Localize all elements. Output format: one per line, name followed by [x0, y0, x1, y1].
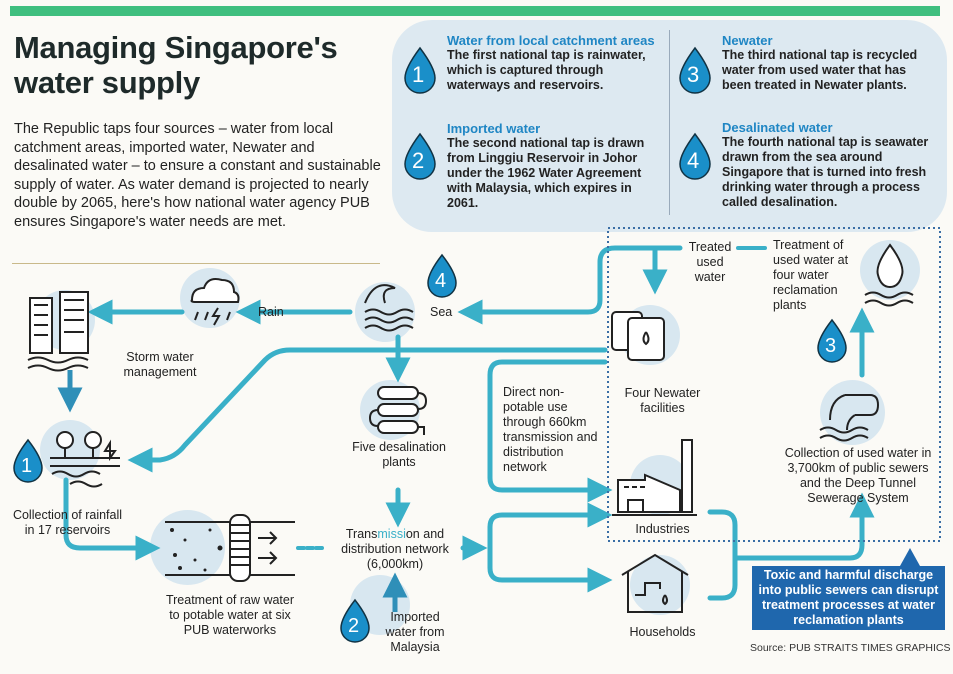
key-text: The third national tap is recycled water… — [722, 48, 918, 92]
arrow-to-households — [487, 545, 613, 593]
household-icon — [621, 553, 689, 613]
arrow-users-sewers — [707, 509, 738, 601]
key-heading: Imported water — [447, 121, 541, 136]
label-industries: Industries — [635, 522, 690, 536]
label-newater: Four Newater facilities — [624, 386, 701, 415]
divider — [12, 263, 380, 264]
intro-text: The Republic taps four sources – water f… — [14, 121, 381, 230]
drop-number: 1 — [21, 455, 33, 477]
drop-1-icon-key — [404, 46, 436, 94]
drop-number: 4 — [687, 148, 700, 173]
arrow-to-industries — [487, 502, 613, 551]
label-treated-used-water: Treated used water — [688, 240, 732, 284]
drop-2-icon — [340, 598, 370, 643]
warning-callout: Toxic and harmful discharge into public … — [752, 566, 945, 630]
label-sea: Sea — [430, 305, 453, 319]
drop-number: 2 — [348, 615, 360, 637]
label-treatment-used: Treatment of used water at four water re… — [773, 238, 849, 312]
drop-4-icon-key — [679, 132, 711, 180]
label-reservoirs: Collection of rainfall in 17 reservoirs — [12, 508, 123, 537]
text: missi — [377, 527, 406, 541]
drop-number: 1 — [412, 62, 425, 87]
key-divider — [669, 30, 670, 215]
rain-cloud-icon — [190, 278, 240, 326]
text: (6,000km) — [366, 557, 424, 571]
title-line-2: water supply — [14, 65, 200, 100]
desalination-plant-icon — [368, 386, 428, 435]
key-text: The first national tap is rainwater, whi… — [447, 48, 646, 92]
filter-icon — [165, 514, 295, 582]
page-title: Managing Singapore's water supply — [14, 30, 338, 100]
label-transmission: Transmission and distribution network(6,… — [325, 527, 465, 572]
arrow-direct-nonpotable — [487, 359, 613, 503]
source-credit: Source: PUB STRAITS TIMES GRAPHICS — [750, 642, 951, 654]
header-stripe — [10, 6, 940, 16]
key-text: The second national tap is drawn from Li… — [447, 136, 645, 210]
label-rain: Rain — [258, 305, 284, 319]
text: on and distribution network — [341, 527, 449, 556]
drop-number: 3 — [825, 335, 837, 357]
text: Trans — [345, 527, 378, 541]
title-line-1: Managing Singapore's — [14, 30, 338, 65]
drop-1-icon — [13, 438, 43, 483]
arrow-reservoir-treatment — [63, 477, 161, 561]
key-text: The fourth national tap is seawater draw… — [722, 135, 929, 209]
key-item-2: Imported water The second national tap i… — [447, 121, 662, 211]
label-direct-nonpotable: Direct non-potable use through 660km tra… — [503, 385, 598, 474]
drop-3-icon-key — [679, 46, 711, 94]
factory-icon — [612, 439, 697, 516]
drop-number: 2 — [412, 148, 425, 173]
key-heading: Desalinated water — [722, 120, 833, 135]
label-households: Households — [629, 625, 696, 639]
arrow-return-reservoir — [127, 347, 608, 473]
drop-icons — [13, 46, 847, 643]
key-item-1: Water from local catchment areas The fir… — [447, 33, 662, 93]
drop-number: 4 — [435, 270, 447, 292]
drop-4-icon — [427, 253, 457, 298]
reservoir-trees-icon — [50, 431, 120, 488]
clean-water-icon — [864, 243, 914, 307]
sewer-pipe-icon — [819, 394, 880, 442]
newater-zone-box — [607, 227, 941, 542]
arrow-sewers-collection — [732, 492, 875, 561]
reservoir-bubble — [40, 420, 100, 480]
label-storm: Storm water management — [123, 350, 197, 379]
key-item-4: Desalinated water The fourth national ta… — [722, 120, 937, 210]
label-desalination: Five desalination plants — [352, 440, 446, 469]
callout-pointer — [900, 548, 920, 566]
key-item-3: Newater The third national tap is recycl… — [722, 33, 937, 93]
label-collection-used: Collection of used water in 3,700km of p… — [784, 446, 932, 505]
key-heading: Newater — [722, 33, 773, 48]
drop-3-icon — [817, 318, 847, 363]
label-imported: Imported water from Malaysia — [385, 610, 445, 654]
label-treatment-raw: Treatment of raw water to potable water … — [165, 593, 295, 637]
sea-wave-icon — [364, 284, 414, 332]
arrow-to-sea — [457, 245, 683, 325]
newater-tanks-icon — [611, 311, 665, 361]
key-heading: Water from local catchment areas — [447, 33, 655, 48]
drop-2-icon-key — [404, 132, 436, 180]
drop-number: 3 — [687, 62, 700, 87]
buildings-icon — [27, 291, 89, 372]
